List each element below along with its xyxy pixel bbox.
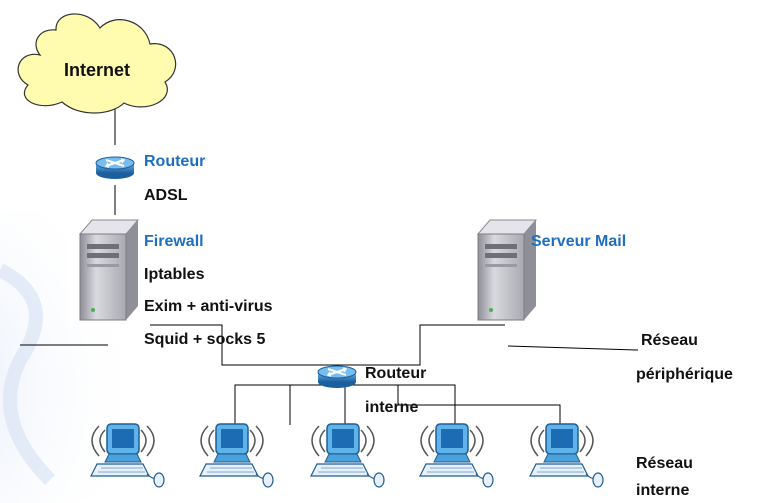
cloud-icon [17, 13, 177, 114]
router-adsl-name: Routeur [144, 153, 206, 170]
router-adsl-desc: ADSL [144, 187, 188, 204]
network-peripheral-line2: périphérique [636, 366, 733, 383]
router-adsl-icon [95, 156, 135, 180]
firewall-service-iptables: Iptables [144, 266, 205, 283]
network-internal-line2: interne [636, 482, 690, 499]
router-internal-line2: interne [365, 399, 419, 416]
router-internal-line1: Routeur [365, 365, 427, 382]
firewall-service-squid: Squid + socks 5 [144, 331, 266, 348]
line-lan-drop-5 [397, 385, 561, 425]
workstation-icon [310, 423, 385, 488]
line-peripheral-right [507, 345, 639, 351]
workstation-icon [529, 423, 604, 488]
workstation-icon [419, 423, 494, 488]
network-internal-line1: Réseau [636, 455, 693, 472]
line-dmz [110, 324, 505, 366]
network-peripheral-line1: Réseau [641, 332, 698, 349]
firewall-name: Firewall [144, 233, 204, 250]
connections [20, 100, 639, 425]
router-internal-icon [317, 365, 357, 389]
mail-server-name: Serveur Mail [531, 233, 627, 250]
mail-server-icon [477, 219, 537, 321]
internet-label: Internet [64, 60, 131, 80]
workstation-icon [199, 423, 274, 488]
firewall-server-icon [79, 219, 139, 321]
firewall-service-exim: Exim + anti-virus [144, 298, 273, 315]
